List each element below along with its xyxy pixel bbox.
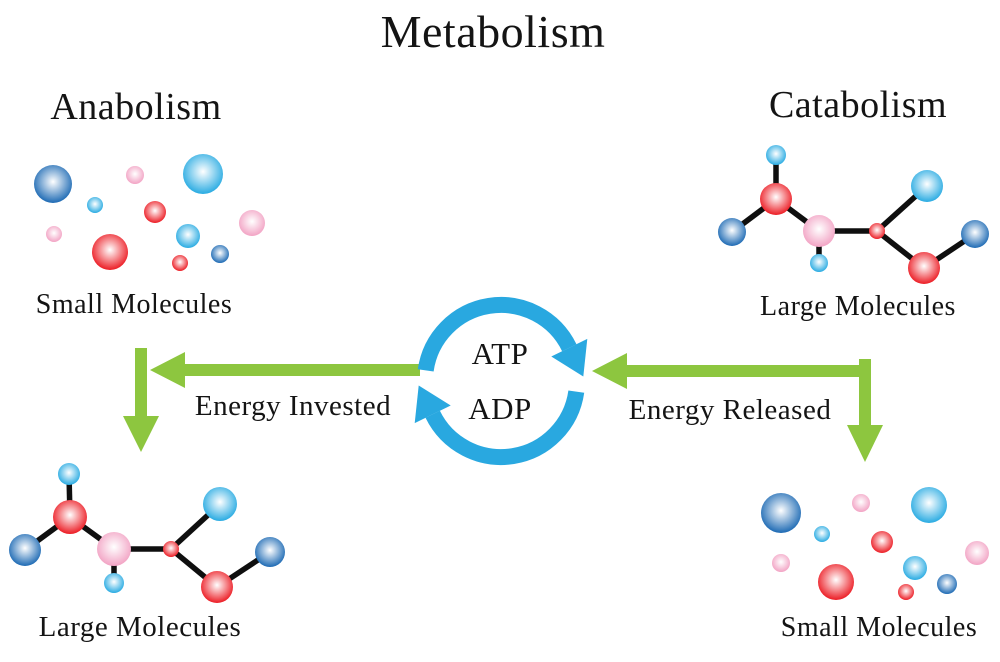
sphere-cyan [87, 197, 103, 213]
cycle-arc-top [417, 296, 577, 372]
sphere-cyan [911, 170, 943, 202]
sphere-red [871, 531, 893, 553]
sphere-cyan [766, 145, 786, 165]
sphere-pink [965, 541, 989, 565]
sphere-cyan [183, 154, 223, 194]
sphere-darkblue [937, 574, 957, 594]
sphere-pink [852, 494, 870, 512]
sphere-darkblue [718, 218, 746, 246]
sphere-darkblue [211, 245, 229, 263]
sphere-red [898, 584, 914, 600]
cycle-arrowhead-right [551, 338, 588, 377]
sphere-red [172, 255, 188, 271]
sphere-pink [239, 210, 265, 236]
label-large-molecules-top-right: Large Molecules [760, 291, 956, 322]
energy-arrows [123, 348, 883, 462]
label-small-molecules-bottom-right: Small Molecules [780, 612, 978, 643]
diagram-title: Metabolism [380, 6, 606, 57]
sphere-darkblue [9, 534, 41, 566]
sphere-pink [97, 532, 131, 566]
heading-catabolism: Catabolism [768, 84, 948, 126]
sphere-pink [772, 554, 790, 572]
sphere-cyan [58, 463, 80, 485]
sphere-cyan [814, 526, 830, 542]
sphere-pink [803, 215, 835, 247]
sphere-cyan [104, 573, 124, 593]
sphere-darkblue [34, 165, 72, 203]
molecule-figures [9, 145, 989, 603]
large-molecule-top-right [718, 145, 989, 284]
label-energy-released: Energy Released [628, 394, 832, 426]
sphere-red [869, 223, 885, 239]
sphere-red [163, 541, 179, 557]
label-energy-invested: Energy Invested [194, 390, 392, 422]
sphere-red [201, 571, 233, 603]
heading-anabolism: Anabolism [50, 86, 222, 128]
sphere-red [908, 252, 940, 284]
sphere-darkblue [255, 537, 285, 567]
small-molecules-bottom-right [761, 487, 989, 600]
energy-released-left-arrow [592, 353, 871, 389]
atp-adp-cycle [414, 296, 588, 466]
sphere-cyan [176, 224, 200, 248]
catabolism-down-arrow [847, 359, 883, 462]
cycle-arrowhead-left [414, 385, 451, 424]
large-molecule-bottom-left [9, 463, 285, 603]
sphere-cyan [203, 487, 237, 521]
sphere-red [818, 564, 854, 600]
label-large-molecules-bottom-left: Large Molecules [38, 611, 242, 643]
sphere-darkblue [761, 493, 801, 533]
sphere-red [53, 500, 87, 534]
sphere-pink [126, 166, 144, 184]
cycle-label-atp: ATP [471, 336, 529, 371]
sphere-pink [46, 226, 62, 242]
small-molecules-top-left [34, 154, 265, 271]
sphere-red [92, 234, 128, 270]
sphere-cyan [810, 254, 828, 272]
sphere-darkblue [961, 220, 989, 248]
cycle-arc-bottom [425, 390, 585, 466]
anabolism-down-arrow [123, 348, 159, 452]
label-small-molecules-top-left: Small Molecules [35, 289, 233, 320]
cycle-label-adp: ADP [468, 391, 532, 426]
sphere-red [760, 183, 792, 215]
sphere-cyan [903, 556, 927, 580]
sphere-red [144, 201, 166, 223]
energy-invested-left-arrow [150, 352, 420, 388]
sphere-cyan [911, 487, 947, 523]
